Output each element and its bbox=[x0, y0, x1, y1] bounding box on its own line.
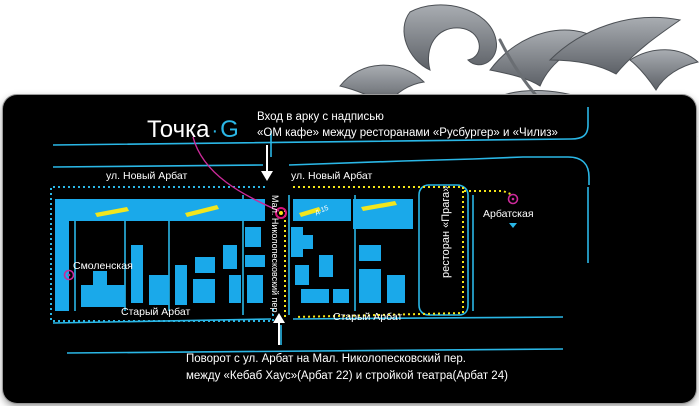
entrance-note-line2: «ОМ кафе» между ресторанами «Русбургер» … bbox=[257, 127, 558, 139]
buildings bbox=[55, 199, 413, 311]
walking-route-yellow bbox=[284, 186, 514, 318]
logo-tochka-g: Точка·G bbox=[147, 116, 239, 144]
turn-arrow bbox=[273, 313, 285, 345]
logo-dot: · bbox=[211, 120, 219, 142]
pointer-line bbox=[192, 136, 280, 212]
street-stary-arbat-left: Старый Арбат bbox=[121, 306, 191, 318]
metro-arbatskaya-label: Арбатская bbox=[483, 208, 534, 220]
metro-smolenskaya-label: Смоленская bbox=[73, 260, 133, 272]
entrance-note: Вход в арку с надписью «ОМ кафе» между р… bbox=[257, 109, 558, 141]
street-outlines bbox=[52, 107, 590, 354]
entrance-note-line1: Вход в арку с надписью bbox=[257, 111, 384, 123]
entrance-arrow bbox=[261, 145, 273, 181]
highlighted-frontages bbox=[95, 201, 397, 217]
turn-note-line1: Поворот с ул. Арбат на Мал. Николопесков… bbox=[186, 353, 466, 365]
destination-marker bbox=[275, 207, 287, 219]
turn-note-line2: между «Кебаб Хаус»(Арбат 22) и стройкой … bbox=[186, 370, 508, 382]
turn-note: Поворот с ул. Арбат на Мал. Николопесков… bbox=[186, 351, 508, 385]
street-stary-arbat-right: Старый Арбат bbox=[333, 311, 403, 323]
street-novy-arbat-right: ул. Новый Арбат bbox=[291, 170, 373, 182]
logo-name: Точка bbox=[147, 116, 210, 143]
map-card: Точка·G Вход в арку с надписью «ОМ кафе»… bbox=[3, 95, 696, 403]
city-map bbox=[50, 107, 590, 354]
street-lane-label: Мал. Николопесковский пер. bbox=[270, 195, 280, 316]
metro-arbatskaya-icon bbox=[507, 193, 519, 228]
metro-smolenskaya-icon bbox=[63, 269, 75, 281]
street-novy-arbat-left: ул. Новый Арбат bbox=[106, 170, 188, 182]
logo-letter: G bbox=[220, 116, 239, 143]
landmark-praga-label: ресторан «Прага» bbox=[440, 185, 452, 278]
